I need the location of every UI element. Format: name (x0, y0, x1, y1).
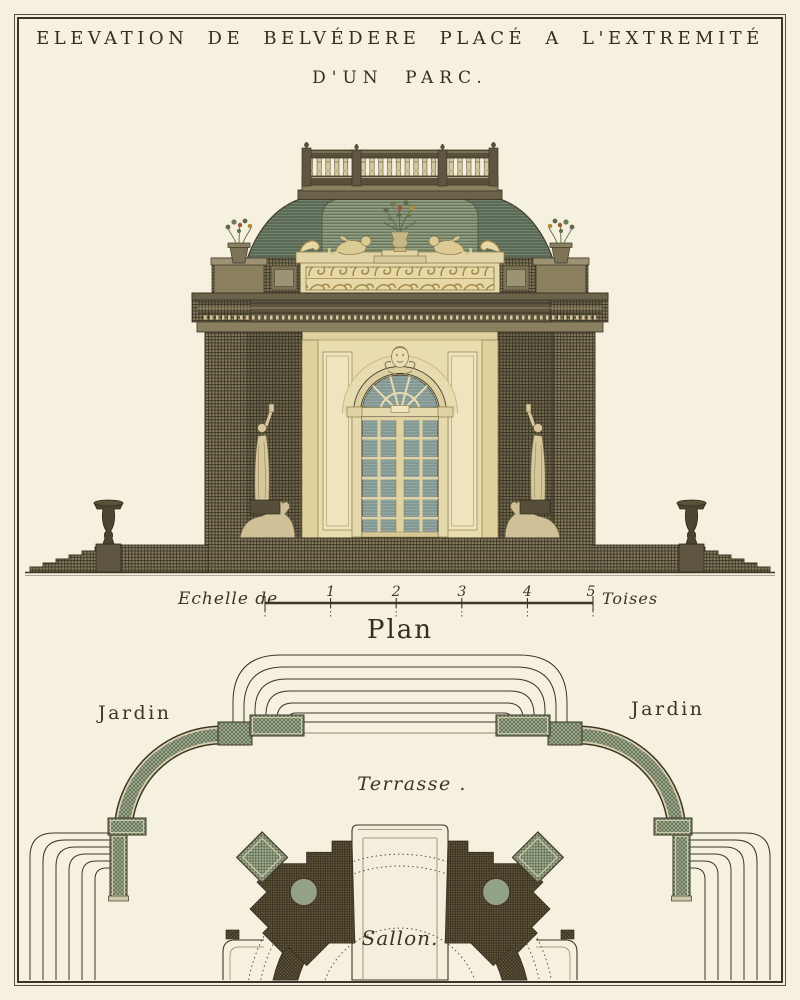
plate-title-line1: ELEVATION DE BELVÉDERE PLACÉ A L'EXTREMI… (36, 28, 764, 49)
plan-salon-building (211, 791, 589, 985)
plan-heading: Plan (366, 615, 434, 645)
flower-vase (383, 200, 417, 252)
plate-title-line2: D'UN PARC. (312, 68, 488, 88)
scale-unit-label: Toises (602, 589, 659, 608)
salon-label: Sallon. (361, 926, 439, 950)
roof-balustrade (301, 142, 499, 187)
attic-frieze (210, 240, 590, 297)
plan-entry-steps (232, 654, 568, 722)
scale-tick-1: 1 (326, 584, 336, 600)
podium-and-steps (25, 499, 775, 576)
scale-tick-2: 2 (391, 584, 401, 600)
cherubs-and-vase (225, 200, 575, 264)
scale-tick-3: 3 (457, 584, 467, 600)
plan-drawing (29, 654, 771, 985)
terrace-label: Terrasse . (357, 773, 467, 795)
scale-tick-5: 5 (586, 584, 596, 600)
scale-label: Echelle de (178, 589, 279, 609)
garden-label-right: Jardin (631, 698, 705, 720)
scale-bar (264, 596, 594, 617)
elevation-drawing (25, 142, 775, 576)
entrance-door (342, 346, 458, 538)
scale-tick-4: 4 (522, 584, 532, 600)
garden-label-left: Jardin (98, 702, 172, 724)
plan-central-bay (351, 824, 449, 981)
mascaron (384, 346, 416, 375)
main-cornice (191, 292, 609, 333)
